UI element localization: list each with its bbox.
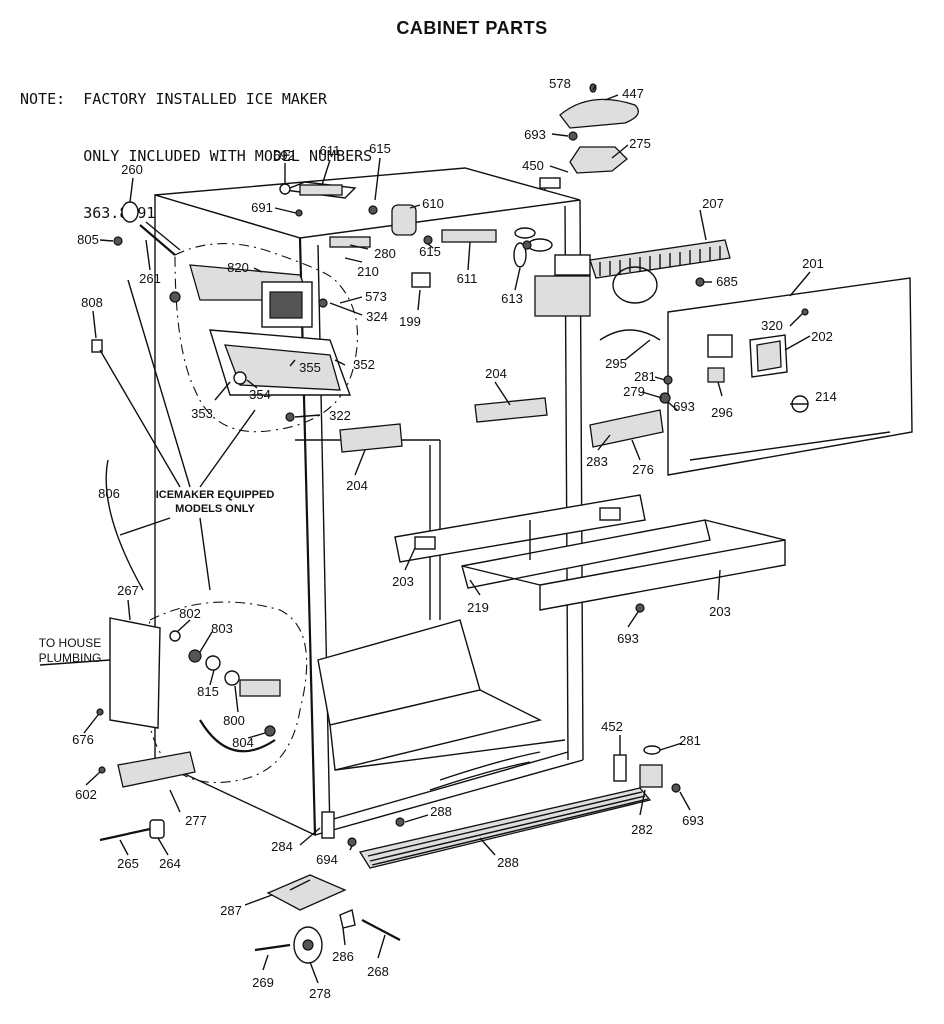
part-label: 805 xyxy=(77,232,99,247)
part-label: 693 xyxy=(682,813,704,828)
icemaker-callout-line-1: ICEMAKER EQUIPPED xyxy=(156,489,275,501)
part-label: 352 xyxy=(353,357,375,372)
part-label: 693 xyxy=(524,127,546,142)
icemaker-callout-arrows xyxy=(39,279,256,666)
part-label: 281 xyxy=(634,369,656,384)
part-label: 281 xyxy=(679,733,701,748)
part-label: 447 xyxy=(622,86,644,101)
part-label: 322 xyxy=(329,408,351,423)
plumbing-callout-line-1: TO HOUSE xyxy=(39,636,101,650)
leader-lines xyxy=(83,84,811,984)
note-line-1: NOTE: FACTORY INSTALLED ICE MAKER xyxy=(20,90,328,108)
part-label: 692 xyxy=(273,148,295,163)
damper-control-assembly xyxy=(539,83,639,190)
part-label: 820 xyxy=(227,260,249,275)
part-label: 201 xyxy=(802,256,824,271)
part-label: 280 xyxy=(374,246,396,261)
part-label: 287 xyxy=(220,903,242,918)
part-label: 203 xyxy=(392,574,414,589)
part-label: 815 xyxy=(197,684,219,699)
part-number-labels: 578 447 693 275 450 692 611 615 610 260 … xyxy=(72,76,837,1001)
part-label: 694 xyxy=(316,852,338,867)
part-label: 199 xyxy=(399,314,421,329)
part-label: 354 xyxy=(249,387,271,402)
part-label: 685 xyxy=(716,274,738,289)
part-label: 296 xyxy=(711,405,733,420)
water-valve-assembly xyxy=(96,601,308,783)
part-label: 803 xyxy=(211,621,233,636)
part-label: 320 xyxy=(761,318,783,333)
diagram-title: CABINET PARTS xyxy=(396,18,548,38)
part-label: 610 xyxy=(422,196,444,211)
base-hardware xyxy=(98,745,681,964)
part-label: 282 xyxy=(631,822,653,837)
part-label: 277 xyxy=(185,813,207,828)
part-label: 264 xyxy=(159,856,181,871)
part-label: 691 xyxy=(251,200,273,215)
part-label: 269 xyxy=(252,975,274,990)
plumbing-callout-line-2: PLUMBING xyxy=(39,651,102,665)
part-label: 283 xyxy=(586,454,608,469)
part-label: 207 xyxy=(702,196,724,211)
part-label: 800 xyxy=(223,713,245,728)
part-label: 324 xyxy=(366,309,388,324)
part-label: 613 xyxy=(501,291,523,306)
fan-hardware xyxy=(279,181,591,317)
rear-panel xyxy=(667,277,913,476)
part-label: 806 xyxy=(98,486,120,501)
part-label: 693 xyxy=(617,631,639,646)
part-label: 202 xyxy=(811,329,833,344)
part-label: 204 xyxy=(485,366,507,381)
part-label: 203 xyxy=(709,604,731,619)
part-label: 284 xyxy=(271,839,293,854)
part-label: 452 xyxy=(601,719,623,734)
part-label: 288 xyxy=(430,804,452,819)
icemaker-callout-line-2: MODELS ONLY xyxy=(175,503,255,515)
part-label: 611 xyxy=(457,271,478,286)
icemaker-assembly xyxy=(91,201,358,433)
part-label: 355 xyxy=(299,360,321,375)
part-label: 214 xyxy=(815,389,837,404)
part-label: 267 xyxy=(117,583,139,598)
part-label: 279 xyxy=(623,384,645,399)
part-label: 693 xyxy=(673,399,695,414)
part-label: 210 xyxy=(357,264,379,279)
part-label: 265 xyxy=(117,856,139,871)
part-label: 268 xyxy=(367,964,389,979)
part-label: 808 xyxy=(81,295,103,310)
part-label: 260 xyxy=(121,162,143,177)
part-label: 286 xyxy=(332,949,354,964)
note-line-2: ONLY INCLUDED WITH MODEL NUMBERS xyxy=(20,147,373,165)
part-label: 615 xyxy=(369,141,391,156)
part-label: 602 xyxy=(75,787,97,802)
part-label: 611 xyxy=(320,143,341,158)
part-label: 276 xyxy=(632,462,654,477)
part-label: 295 xyxy=(605,356,627,371)
part-label: 288 xyxy=(497,855,519,870)
evaporator-coil xyxy=(589,239,731,304)
part-label: 450 xyxy=(522,158,544,173)
part-label: 676 xyxy=(72,732,94,747)
part-label: 219 xyxy=(467,600,489,615)
part-label: 275 xyxy=(629,136,651,151)
part-label: 261 xyxy=(139,271,161,286)
part-label: 353 xyxy=(191,406,213,421)
part-label: 802 xyxy=(179,606,201,621)
part-label: 573 xyxy=(365,289,387,304)
part-label: 804 xyxy=(232,735,254,750)
part-label: 278 xyxy=(309,986,331,1001)
part-label: 204 xyxy=(346,478,368,493)
shelf-assembly xyxy=(394,494,786,613)
part-label: 615 xyxy=(419,244,441,259)
part-label: 578 xyxy=(549,76,571,91)
